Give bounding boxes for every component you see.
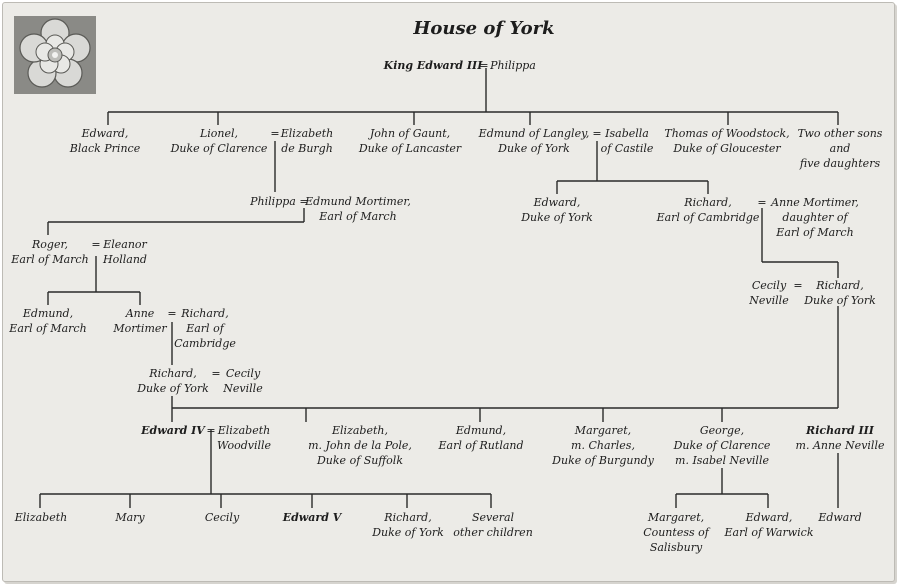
rose-icon (14, 16, 96, 94)
person-cecily-child: Cecily (204, 511, 240, 524)
person-edward-iii: King Edward III (383, 59, 483, 72)
marriage-sign: = (206, 424, 216, 437)
person-richard-duke-of-york-right: Richard, Duke of York (804, 279, 876, 307)
person-richard-iii: Richard III (806, 424, 874, 437)
person-cecily-neville-right: Cecily Neville (749, 279, 789, 307)
marriage-sign: = (211, 367, 221, 380)
person-philippa-hainault: Philippa (490, 59, 536, 72)
person-anne-neville: m. Anne Neville (795, 439, 885, 452)
person-eleanor-holland: Eleanor Holland (103, 238, 147, 266)
person-edmund-of-langley: Edmund of Langley, Duke of York (478, 127, 590, 155)
person-mary: Mary (115, 511, 145, 524)
person-thomas-of-woodstock: Thomas of Woodstock, Duke of Gloucester (664, 127, 790, 155)
person-edmund-mortimer: Edmund Mortimer, Earl of March (305, 195, 411, 223)
person-richard-earl-of-cambridge-left: Richard, Earl of Cambridge (174, 307, 236, 350)
page-title: House of York (413, 18, 555, 39)
person-lionel: Lionel, Duke of Clarence (170, 127, 268, 155)
person-isabella-of-castile: Isabella of Castile (600, 127, 654, 155)
person-elizabeth-de-burgh: Elizabeth de Burgh (280, 127, 334, 155)
other-children: Two other sons and five daughters (797, 127, 883, 170)
person-margaret-of-burgundy: Margaret, m. Charles, Duke of Burgundy (552, 424, 654, 467)
person-richard-duke-of-york-child: Richard, Duke of York (372, 511, 444, 539)
person-cecily-neville: Cecily Neville (223, 367, 263, 395)
marriage-sign: = (592, 127, 602, 140)
person-george-duke-of-clarence: George, Duke of Clarence m. Isabel Nevil… (673, 424, 771, 467)
person-roger-mortimer: Roger, Earl of March (11, 238, 89, 266)
several-other-children: Several other children (453, 511, 533, 539)
person-edward-earl-of-warwick: Edward, Earl of Warwick (724, 511, 814, 539)
person-richard-duke-of-york: Richard, Duke of York (137, 367, 209, 395)
marriage-sign: = (479, 59, 489, 72)
marriage-sign: = (91, 238, 101, 251)
marriage-sign: = (167, 307, 177, 320)
person-edmund-earl-of-march: Edmund, Earl of March (9, 307, 87, 335)
person-margaret-countess-of-salisbury: Margaret, Countess of Salisbury (643, 511, 709, 554)
person-anne-mortimer-daughter: Anne Mortimer, daughter of Earl of March (771, 196, 859, 239)
person-richard-earl-of-cambridge: Richard, Earl of Cambridge (656, 196, 760, 224)
person-elizabeth-of-york: Elizabeth (14, 511, 68, 524)
marriage-sign: = (793, 279, 803, 292)
person-philippa-clarence: Philippa (250, 195, 296, 208)
person-edward-duke-of-york: Edward, Duke of York (521, 196, 593, 224)
person-black-prince: Edward, Black Prince (69, 127, 141, 155)
person-edmund-earl-of-rutland: Edmund, Earl of Rutland (438, 424, 524, 452)
marriage-sign: = (270, 127, 280, 140)
person-edward-iv: Edward IV (141, 424, 205, 437)
person-john-of-gaunt: John of Gaunt, Duke of Lancaster (358, 127, 462, 155)
person-elizabeth-de-la-pole: Elizabeth, m. John de la Pole, Duke of S… (308, 424, 412, 467)
marriage-sign: = (757, 196, 767, 209)
person-anne-mortimer: Anne Mortimer (113, 307, 167, 335)
person-edward-son-of-richard-iii: Edward (818, 511, 862, 524)
person-elizabeth-woodville: Elizabeth Woodville (216, 424, 272, 452)
marriage-sign: = (299, 195, 309, 208)
person-edward-v: Edward V (282, 511, 342, 524)
